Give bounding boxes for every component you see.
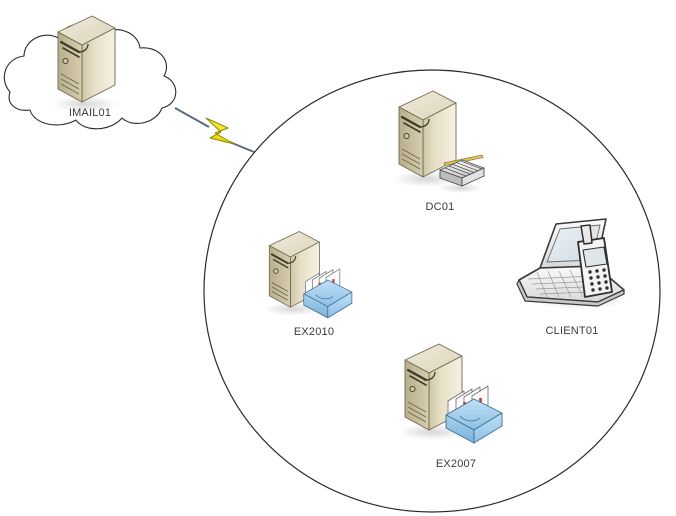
wan-lightning-connector[interactable]: [174, 107, 255, 153]
node-dc01[interactable]: DC01: [391, 89, 485, 213]
node-ex2010[interactable]: EX2010: [263, 230, 353, 338]
node-label-imail01: IMAIL01: [69, 107, 111, 119]
internal-network-boundary: [203, 69, 661, 513]
node-label-ex2007: EX2007: [436, 458, 476, 470]
node-client01[interactable]: CLIENT01: [516, 218, 628, 337]
node-label-client01: CLIENT01: [546, 325, 599, 337]
node-ex2007[interactable]: EX2007: [397, 342, 503, 470]
lightning-bolt-icon: [205, 117, 235, 145]
node-label-ex2010: EX2010: [294, 326, 334, 338]
node-label-dc01: DC01: [426, 201, 455, 213]
mobile-phone-icon: [577, 224, 613, 298]
node-imail01[interactable]: IMAIL01: [50, 14, 120, 119]
